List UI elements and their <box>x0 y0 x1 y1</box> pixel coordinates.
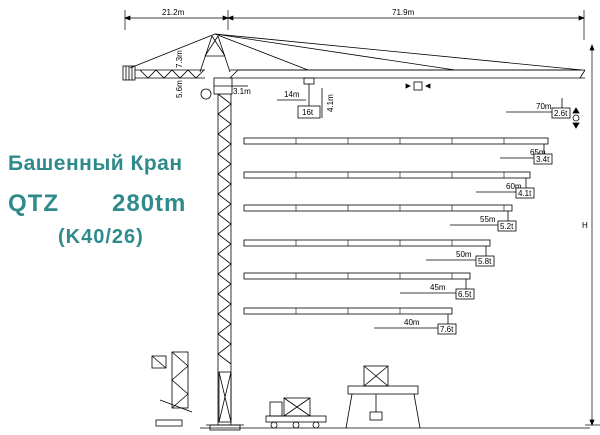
jib-length: 71.9m <box>392 8 415 17</box>
load-box <box>437 323 457 335</box>
load-row: 40m 7.6t <box>243 307 457 335</box>
radius-label: 65m <box>530 148 546 157</box>
tower-head <box>129 33 583 73</box>
load-box <box>455 288 475 300</box>
counter-jib <box>122 65 212 100</box>
trolley-reach: 14m <box>284 90 300 99</box>
crane-capacity: 280tm <box>112 190 187 217</box>
radius-label: 55m <box>480 215 496 224</box>
radius-label: 60m <box>506 182 522 191</box>
gantry-drawing <box>345 365 421 429</box>
head-offset: 5.6m <box>175 80 184 98</box>
load-box <box>497 220 517 232</box>
jib-bar <box>243 204 513 212</box>
tower-head-height: 7.3m <box>175 50 184 68</box>
pivot-dimension: 3.1m <box>233 87 251 96</box>
crane-model: QTZ <box>8 190 59 217</box>
load-label: 3.4t <box>536 155 550 164</box>
load-row: 55m 5.2t <box>243 204 517 232</box>
load-row: 45m 6.5t <box>243 272 475 300</box>
load-label: 6.5t <box>458 290 472 299</box>
hook-drop: 4.1m <box>326 94 335 112</box>
load-chart: 70m2.6t65m3.4t60m4.1t55m5.2t50m5.8t45m6.… <box>243 98 571 335</box>
top-dimension <box>124 10 585 40</box>
load-label: 4.1t <box>518 189 532 198</box>
load-label: 5.8t <box>478 257 492 266</box>
load-box <box>515 187 535 199</box>
trolley <box>277 77 323 119</box>
load-box <box>475 255 495 267</box>
jib-symbols <box>405 81 580 129</box>
radius-label: 50m <box>456 250 472 259</box>
jib-bar <box>243 272 471 280</box>
load-label: 2.6t <box>554 109 568 118</box>
counter-jib-length: 21.2m <box>162 8 185 17</box>
height-label: H <box>582 221 588 230</box>
load-box <box>551 107 571 119</box>
jib-bar <box>243 171 531 179</box>
height-dimension <box>585 44 600 426</box>
crane-name: Башенный Кран <box>8 152 183 175</box>
radius-label: 70m <box>536 102 552 111</box>
radius-label: 40m <box>404 318 420 327</box>
tower-mast <box>206 93 244 431</box>
mast-section-detail <box>151 351 193 427</box>
jib-bar <box>243 239 491 247</box>
main-jib <box>229 69 586 79</box>
max-load: 16t <box>302 108 314 117</box>
jib-bar <box>243 137 549 145</box>
load-label: 7.6t <box>440 325 454 334</box>
load-box <box>533 153 553 165</box>
load-row: 50m 5.8t <box>243 239 495 267</box>
truck-drawing <box>265 397 327 429</box>
slewing-unit <box>213 77 248 95</box>
load-label: 5.2t <box>500 222 514 231</box>
radius-label: 45m <box>430 283 446 292</box>
jib-code: (K40/26) <box>58 226 144 248</box>
